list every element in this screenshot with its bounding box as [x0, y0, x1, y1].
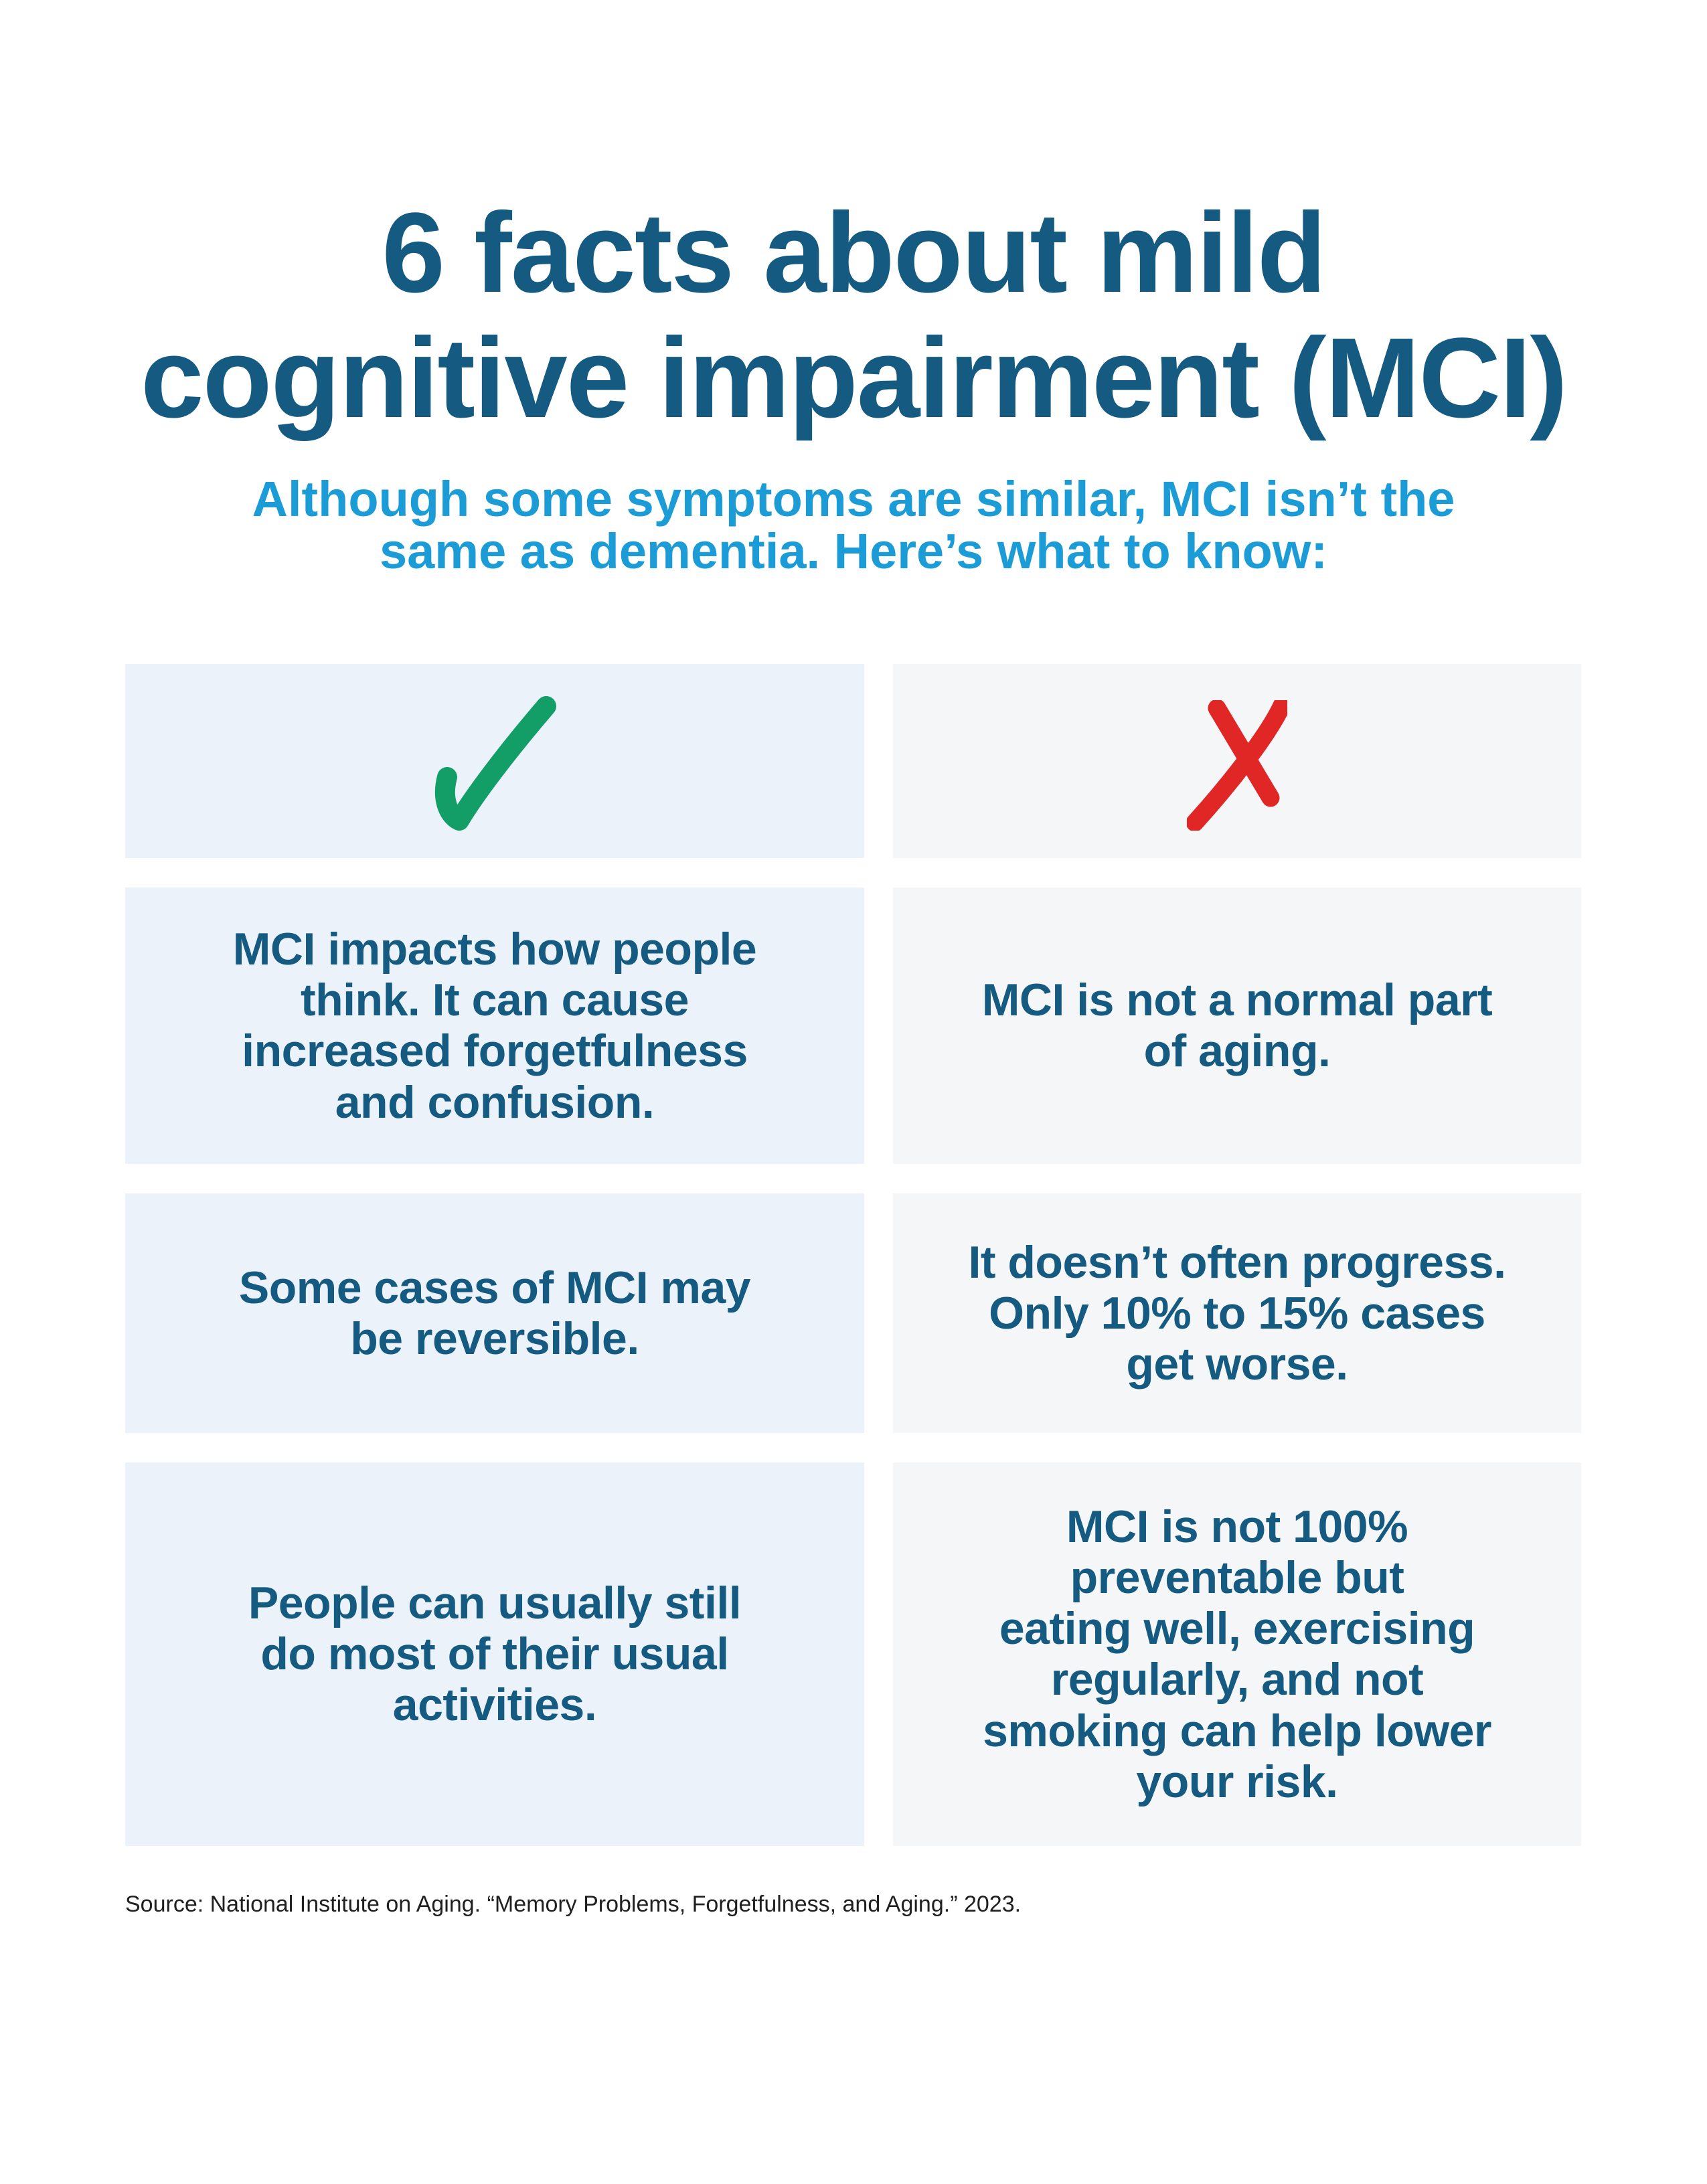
facts-header-cell	[125, 663, 864, 858]
source-citation: Source: National Institute on Aging. “Me…	[125, 1891, 1022, 1917]
myth-text-2: It doesn’t often progress. Only 10% to 1…	[968, 1236, 1506, 1390]
fact-card-1: MCI impacts how people think. It can cau…	[125, 887, 864, 1164]
x-icon	[1187, 700, 1287, 831]
check-icon	[434, 696, 556, 831]
fact-text-1: MCI impacts how people think. It can cau…	[232, 924, 757, 1128]
myth-text-3: MCI is not 100% preventable but eating w…	[983, 1501, 1491, 1807]
myth-card-3: MCI is not 100% preventable but eating w…	[893, 1462, 1581, 1846]
fact-card-3: People can usually still do most of thei…	[125, 1462, 864, 1846]
fact-text-2: Some cases of MCI may be reversible.	[238, 1262, 751, 1364]
myth-card-2: It doesn’t often progress. Only 10% to 1…	[893, 1193, 1581, 1433]
page-title: 6 facts about mild cognitive impairment …	[141, 189, 1568, 442]
fact-card-2: Some cases of MCI may be reversible.	[125, 1193, 864, 1433]
myths-header-cell	[893, 663, 1581, 858]
page-subtitle: Although some symptoms are similar, MCI …	[252, 471, 1455, 580]
comparison-table: MCI impacts how people think. It can cau…	[125, 663, 1581, 1846]
myth-card-1: MCI is not a normal part of aging.	[893, 887, 1581, 1164]
fact-text-3: People can usually still do most of thei…	[248, 1578, 742, 1731]
myth-text-1: MCI is not a normal part of aging.	[981, 975, 1493, 1077]
